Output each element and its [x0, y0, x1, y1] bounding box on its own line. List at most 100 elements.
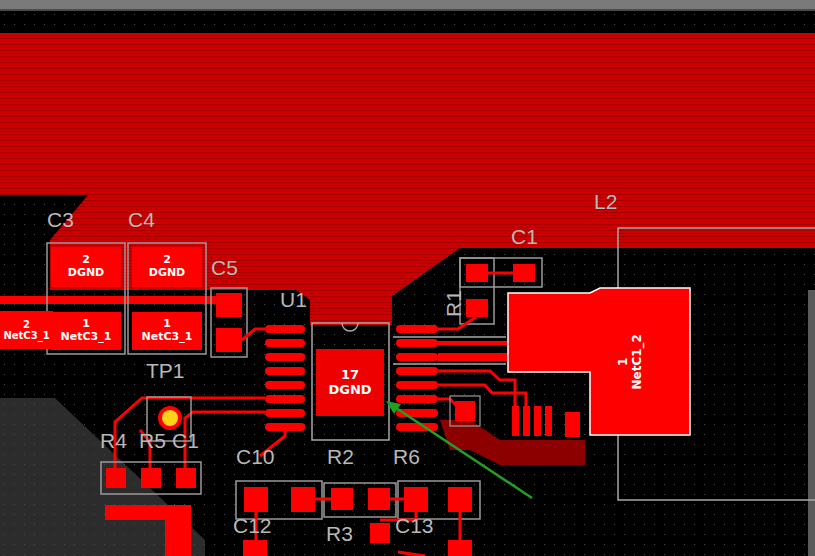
pad-net-label: 1 NetC1_2 [617, 334, 645, 389]
ic-pin [265, 381, 305, 389]
smd-pad [216, 293, 242, 317]
ic-pin [396, 339, 438, 347]
smd-pad [512, 406, 519, 436]
smd-pad [244, 487, 268, 512]
pad-net-label: 1 NetC3_1 [61, 318, 112, 343]
ic-pin [396, 353, 438, 361]
smd-pad [565, 412, 580, 437]
ic-pin [265, 367, 305, 375]
silkscreen-outline [324, 483, 396, 517]
pad-net-label: 2 NetC3_1 [3, 319, 49, 342]
smd-pad [466, 264, 488, 282]
ic-pin [265, 423, 305, 431]
smd-pad [513, 264, 535, 282]
smd-pad [534, 406, 541, 436]
component-designator: R3 [326, 523, 353, 544]
smd-pad [291, 487, 315, 512]
top-bar [0, 0, 815, 9]
smd-pad [243, 540, 267, 556]
smd-pad [448, 540, 472, 556]
smd-pad [176, 468, 196, 488]
copper-track [242, 329, 265, 340]
component-designator: U1 [280, 289, 307, 310]
smd-pad [368, 488, 390, 510]
smd-pad [466, 299, 488, 317]
component-designator: C3 [47, 209, 74, 230]
ic-pin [265, 325, 305, 333]
pad-net-label: 1 NetC3_1 [142, 318, 193, 343]
keepout-dots [0, 398, 205, 556]
silkscreen-outline [47, 243, 125, 354]
component-designator: C12 [233, 515, 272, 536]
component-designator: C13 [395, 515, 434, 536]
copper-track [398, 552, 425, 556]
silkscreen-outline [101, 462, 201, 494]
copper-track [315, 498, 404, 501]
copper-track [438, 353, 508, 361]
silkscreen-outline [211, 288, 247, 357]
silkscreen-outline [398, 481, 480, 519]
ic-pin [265, 409, 305, 417]
exposed-pad: 17 DGND [316, 349, 384, 416]
selection-outline [393, 337, 506, 364]
pad-net-label: 17 DGND [328, 368, 371, 398]
ic-pin [396, 423, 438, 431]
smd-pad [216, 328, 242, 352]
silkscreen-outline [236, 481, 322, 519]
ic-outline [312, 323, 389, 440]
component-designator: R1 [443, 290, 464, 317]
edge-pad [808, 290, 815, 556]
smd-pad: 2 DGND [51, 247, 121, 287]
smd-pad [545, 406, 552, 436]
pad-shape [508, 288, 690, 435]
ic-pin [396, 325, 438, 333]
pad-net-label: 2 DGND [68, 254, 105, 279]
ic-pins [265, 325, 438, 431]
test-point-hole [162, 410, 178, 426]
component-designator: L2 [594, 191, 617, 212]
smd-pad [404, 487, 428, 512]
smd-pad: 2 DGND [132, 247, 202, 287]
ic-pin [396, 395, 438, 403]
pointer-arrowhead [386, 401, 401, 414]
component-designator: R4 [100, 430, 127, 451]
smd-pad: 1 NetC3_1 [51, 312, 121, 350]
smd-pad [523, 406, 530, 436]
component-designator: C5 [211, 257, 238, 278]
component-designator: C1 [511, 226, 538, 247]
pad-net-label: 2 DGND [149, 254, 186, 279]
smd-pad [370, 523, 390, 543]
pad-outline [506, 286, 692, 437]
smd-pad [106, 468, 126, 488]
copper-track [438, 399, 456, 405]
ic-pin [265, 395, 305, 403]
copper-track [438, 317, 476, 329]
component-designator: C4 [128, 209, 155, 230]
pin1-notch [342, 323, 358, 331]
component-designator: R6 [393, 446, 420, 467]
copper-pour [0, 33, 815, 325]
keepout-region [0, 398, 205, 556]
smd-pad [141, 468, 161, 488]
ic-pin [396, 367, 438, 375]
smd-pad [448, 487, 472, 512]
inductor-pad: 1 NetC1_2 [506, 286, 692, 437]
component-designator: TP1 [146, 360, 185, 381]
copper-track [438, 341, 508, 345]
component-designator: C10 [236, 446, 275, 467]
top-bar-edge [0, 9, 815, 11]
component-designator: R5 [139, 430, 166, 451]
silkscreen-outline [450, 396, 480, 426]
silkscreen-outline [128, 243, 206, 354]
component-designator: C1 [172, 430, 199, 451]
smd-pad: 2 NetC3_1 [0, 311, 53, 349]
smd-pad: 1 NetC3_1 [132, 312, 202, 350]
smd-pad [455, 401, 475, 421]
smd-pad [331, 488, 353, 510]
copper-track [256, 512, 460, 556]
copper-track [165, 505, 191, 556]
